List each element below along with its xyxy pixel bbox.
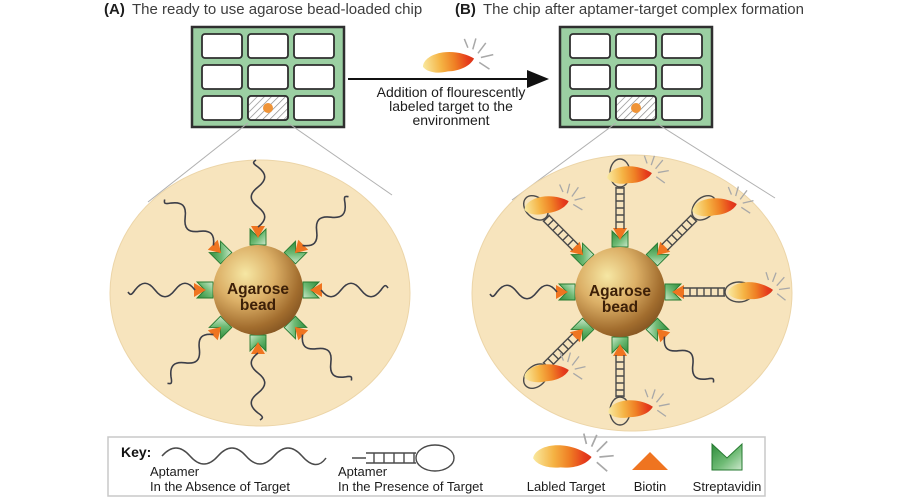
key-title: Key: (121, 444, 151, 460)
panel-a-prefix: (A) (104, 1, 125, 18)
streptavidin-icon (711, 442, 743, 471)
key-item-label: In the Presence of Target (338, 479, 483, 494)
chip-b (558, 25, 714, 129)
bead-b-label-line2: bead (602, 299, 638, 316)
zoom-lines-a (147, 122, 393, 203)
panel-b-title: The chip after aptamer-target complex fo… (483, 1, 804, 18)
agarose-bead-a (213, 245, 303, 335)
key-item-label: Streptavidin (693, 479, 762, 494)
panel-a-title: The ready to use agarose bead-loaded chi… (132, 1, 422, 18)
key-item-label: Labled Target (527, 479, 606, 494)
arrow-caption-line2: labeled target to the (389, 98, 513, 114)
biotin-icon (632, 452, 668, 470)
key-item-label: Aptamer (150, 464, 200, 479)
arrow-caption-line3: environment (412, 112, 489, 128)
arrow-caption-line1: Addition of flourescently (377, 84, 526, 100)
key-item-label: Biotin (634, 479, 667, 494)
key-panel: Key: Aptamer In the Absence of Target Ap… (107, 432, 766, 497)
chip-a (190, 25, 346, 129)
agarose-bead-b (575, 247, 665, 337)
bead-b-label-line1: Agarose (589, 283, 651, 300)
stem-loop-aptamer-icon (352, 444, 455, 472)
key-item-label: Aptamer (338, 464, 388, 479)
magnified-view-b: Agarose bead (471, 153, 793, 432)
magnified-view-a: Agarose bead (109, 159, 411, 427)
panel-b-prefix: (B) (455, 1, 476, 18)
wavy-aptamer-icon (161, 447, 327, 466)
bead-a-label-line2: bead (240, 297, 276, 314)
key-item-label: In the Absence of Target (150, 479, 290, 494)
bead-a-label-line1: Agarose (227, 281, 289, 298)
